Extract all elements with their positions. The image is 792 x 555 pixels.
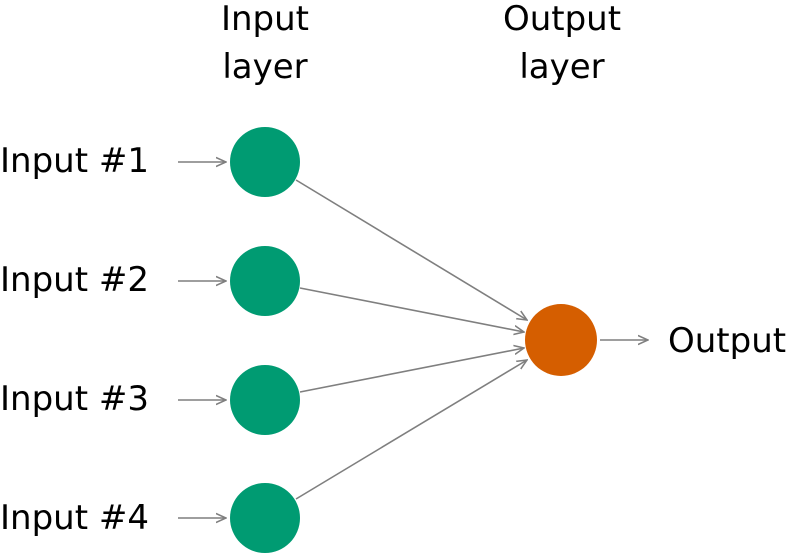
input-node-2 [230,246,300,316]
input-node-4 [230,483,300,553]
input-label-1: Input #1 [0,141,149,181]
input-label-3: Input #3 [0,379,149,419]
input-layer-header-line1: Input [221,0,309,39]
input-label-4: Input #4 [0,498,149,538]
output-layer-header-line1: Output [503,0,621,39]
output-layer-header-line2: layer [519,47,604,87]
connection-2 [299,287,524,332]
input-layer-header-line2: layer [222,47,307,87]
connection-4 [295,360,527,500]
input-node-3 [230,365,300,435]
input-node-1 [230,127,300,197]
output-label: Output [668,321,786,361]
connection-3 [299,348,524,393]
input-label-2: Input #2 [0,260,149,300]
output-node [525,304,597,376]
connection-1 [295,179,527,320]
